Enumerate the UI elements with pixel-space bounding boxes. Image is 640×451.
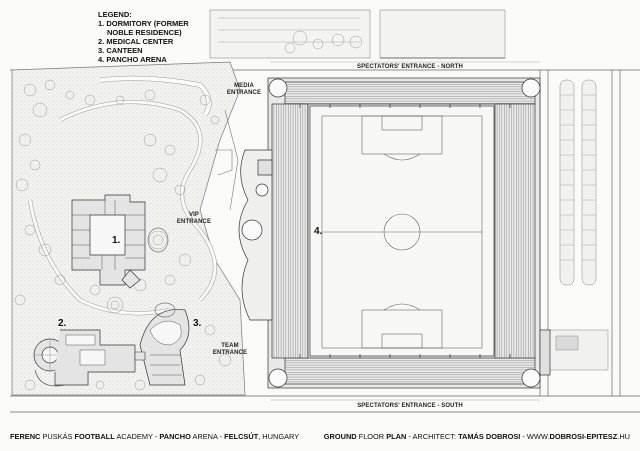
legend: LEGEND: 1. DORMITORY (FORMER NOBLE RESID…	[98, 10, 189, 64]
footer-credits-3: PLAN	[386, 432, 407, 441]
number-3: 3.	[193, 318, 202, 329]
vip-entrance-label-line1: VIP	[189, 212, 199, 218]
footer-credits-1: GROUND	[323, 432, 357, 441]
footer-project-4: ACADEMY -	[114, 432, 160, 441]
footer-credits: GROUND FLOOR PLAN - ARCHITECT: TAMÁS DOB…	[324, 432, 630, 441]
legend-item-pancho-arena: 4. PANCHO ARENA	[98, 55, 167, 64]
team-entrance-label: TEAM ENTRANCE	[210, 343, 250, 357]
team-entrance-label-line1: TEAM	[221, 343, 239, 349]
legend-item-canteen: 3. CANTEEN	[98, 46, 143, 55]
legend-item-dormitory-cont: NOBLE RESIDENCE)	[107, 28, 182, 37]
team-entrance-label-line2: ENTRANCE	[212, 350, 248, 356]
footer-project-8: , HUNGARY	[258, 432, 300, 441]
dormitory-building	[71, 194, 169, 289]
footer: FERENC PUSKÁS FOOTBALL ACADEMY - PANCHO …	[10, 432, 630, 444]
footer-credits-8: .HU	[617, 432, 630, 441]
footer-credits-2: FLOOR	[356, 432, 387, 441]
media-entrance-label-line2: ENTRANCE	[226, 90, 262, 96]
canteen-building	[139, 302, 190, 386]
vip-entrance-label-line2: ENTRANCE	[176, 219, 212, 225]
footer-credits-7: DOBROSI-EPITESZ	[549, 432, 618, 441]
number-1: 1.	[112, 235, 121, 246]
medical-center-building	[33, 329, 136, 387]
number-2: 2.	[58, 318, 67, 329]
east-parking	[547, 79, 609, 371]
pancho-arena	[238, 77, 551, 389]
footer-credits-4: - ARCHITECT:	[406, 432, 459, 441]
south-entrance-label: SPECTATORS' ENTRANCE - SOUTH	[357, 403, 463, 409]
media-entrance-label: MEDIA ENTRANCE	[226, 83, 262, 97]
footer-credits-5: TAMÁS DOBROSI	[458, 432, 521, 441]
footer-credits-6: - WWW.	[520, 432, 550, 441]
north-parking	[209, 9, 506, 59]
number-4: 4.	[314, 226, 323, 237]
legend-item-dormitory: 1. DORMITORY (FORMER	[98, 19, 189, 28]
footer-project-3: FOOTBALL	[74, 432, 115, 441]
footer-project: FERENC PUSKÁS FOOTBALL ACADEMY - PANCHO …	[10, 432, 299, 441]
footer-project-7: FELCSÚT	[224, 432, 259, 441]
media-entrance-label-line1: MEDIA	[234, 83, 254, 89]
north-entrance-label: SPECTATORS' ENTRANCE - NORTH	[357, 64, 463, 70]
footer-project-6: ARENA -	[190, 432, 225, 441]
footer-project-1: FERENC	[10, 432, 41, 441]
legend-item-medical-center: 2. MEDICAL CENTER	[98, 37, 174, 46]
footer-project-2: PUSKÁS	[40, 432, 75, 441]
legend-title: LEGEND:	[98, 10, 132, 19]
footer-project-5: PANCHO	[159, 432, 191, 441]
vip-entrance-label: VIP ENTRANCE	[174, 212, 214, 226]
